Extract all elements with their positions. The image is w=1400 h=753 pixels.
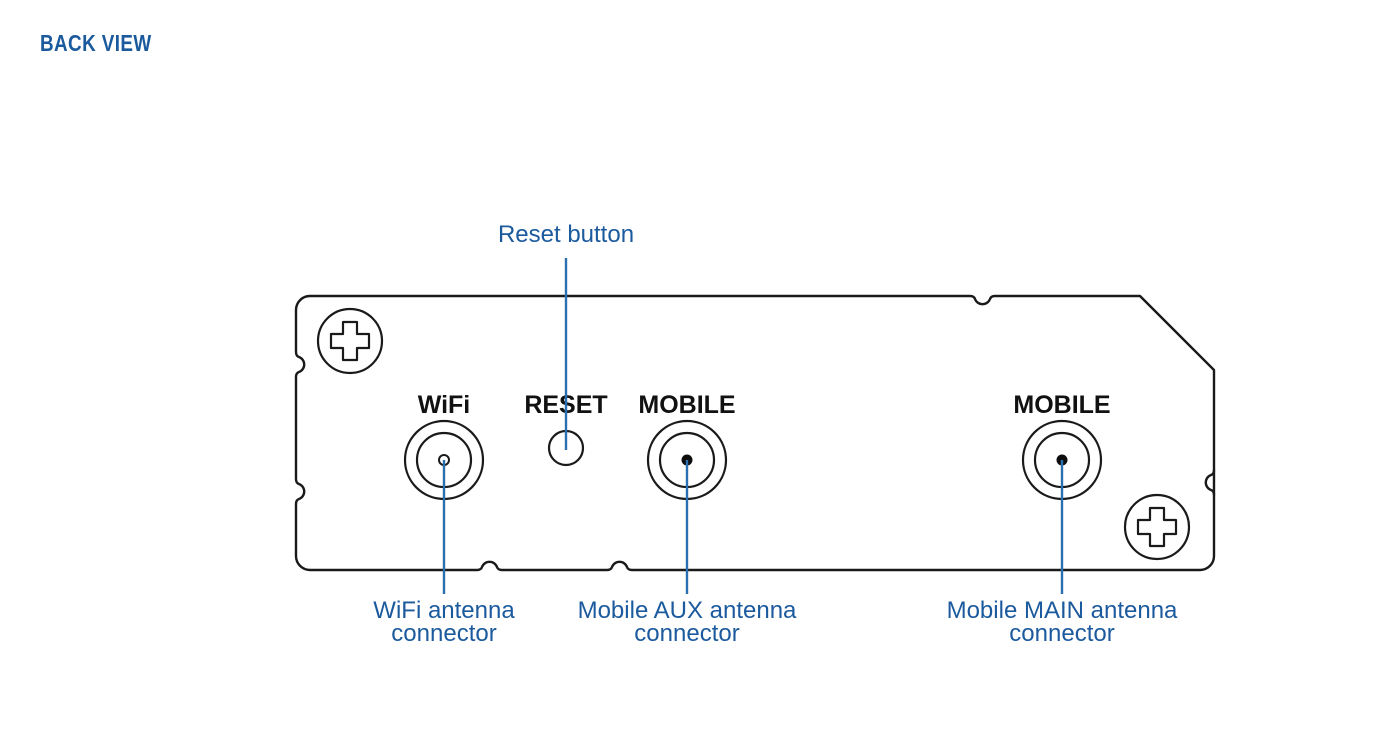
port-label-wifi: WiFi: [418, 391, 471, 419]
callout-wifi-antenna-connector-line1: WiFi antenna: [373, 597, 515, 624]
phillips-cross-icon: [329, 320, 371, 362]
device-right-edge-notch: [1204, 468, 1216, 497]
page-title: BACK VIEW: [40, 30, 152, 56]
callout-mobile-main-antenna-connector-line1: Mobile MAIN antenna: [947, 597, 1178, 624]
callout-reset-button: Reset button: [498, 221, 634, 248]
port-label-mobile-main: MOBILE: [1013, 391, 1110, 419]
callout-mobile-main-antenna-connector-line2: connector: [1009, 620, 1114, 647]
callout-mobile-aux-antenna-connector-line1: Mobile AUX antenna: [578, 597, 797, 624]
callout-mobile-aux-antenna-connector-line2: connector: [634, 620, 739, 647]
device-outline: [294, 294, 1216, 572]
screw-bottom-right: [1123, 493, 1191, 561]
port-label-mobile-aux: MOBILE: [638, 391, 735, 419]
callout-wifi-antenna-connector-line2: connector: [391, 620, 496, 647]
phillips-cross-icon: [1136, 506, 1178, 548]
screw-top-left: [316, 307, 384, 375]
